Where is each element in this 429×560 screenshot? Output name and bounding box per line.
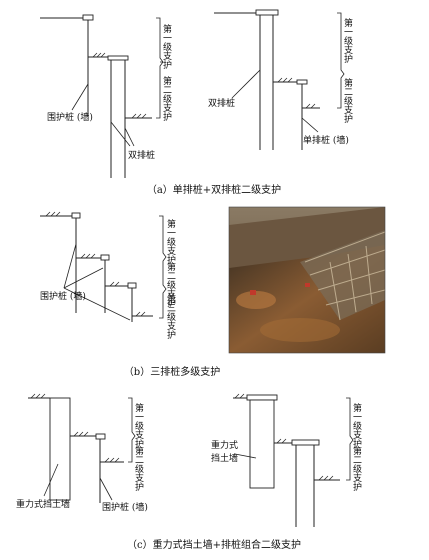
excavation-photo — [228, 206, 386, 354]
diagram-c-left: 重力式挡土墙 围护桩 (墙) 第一级支护 第二级支护 — [16, 393, 148, 513]
brace-stage1-label: 第一级支护 — [133, 402, 144, 449]
diagram-c-right: 重力式 挡土墙 第一级支护 第二级支护 — [211, 393, 362, 527]
brace-stage2-label: 第二级支护 — [351, 445, 362, 492]
label-double-pile: 双排桩 — [208, 97, 235, 109]
diagram-b: 围护桩 (墙) 第一级支护 第二级支护 第三级支护 — [40, 211, 176, 340]
diagram-a-left: 围护桩 (墙) 双排桩 第一级支护 第二级支护 — [40, 14, 172, 178]
label-wall-pile: 围护桩 (墙) — [47, 111, 93, 123]
brace-stage2-label: 第二级支护 — [342, 77, 353, 124]
brace-stage1-label: 第一级支护 — [342, 17, 353, 64]
brace-stage2-label: 第二级支护 — [161, 75, 172, 122]
diagram-a-right: 双排桩 单排桩 (墙) 第一级支护 第二级支护 — [208, 9, 353, 150]
brace-stage3-label: 第三级支护 — [165, 293, 176, 340]
brace-stage2-label: 第二级支护 — [165, 261, 176, 308]
label-gravity-line1: 重力式 — [211, 439, 238, 451]
caption-a: （a）单排桩+双排桩二级支护 — [147, 183, 281, 196]
brace-stage1-label: 第一级支护 — [351, 402, 362, 449]
label-single-pile: 单排桩 (墙) — [303, 134, 349, 146]
label-wall-pile: 围护桩 (墙) — [102, 501, 148, 513]
label-gravity-wall: 重力式挡土墙 — [16, 498, 70, 510]
brace-stage1-label: 第一级支护 — [161, 23, 172, 70]
brace-stage1-label: 第一级支护 — [165, 218, 176, 265]
caption-c: （c）重力式挡土墙+排桩组合二级支护 — [127, 538, 301, 551]
label-double-pile: 双排桩 — [128, 149, 155, 161]
brace-stage2-label: 第二级支护 — [133, 445, 144, 492]
caption-b: （b）三排桩多级支护 — [124, 365, 220, 378]
label-gravity-line2: 挡土墙 — [211, 452, 238, 464]
label-wall-pile: 围护桩 (墙) — [40, 290, 86, 302]
